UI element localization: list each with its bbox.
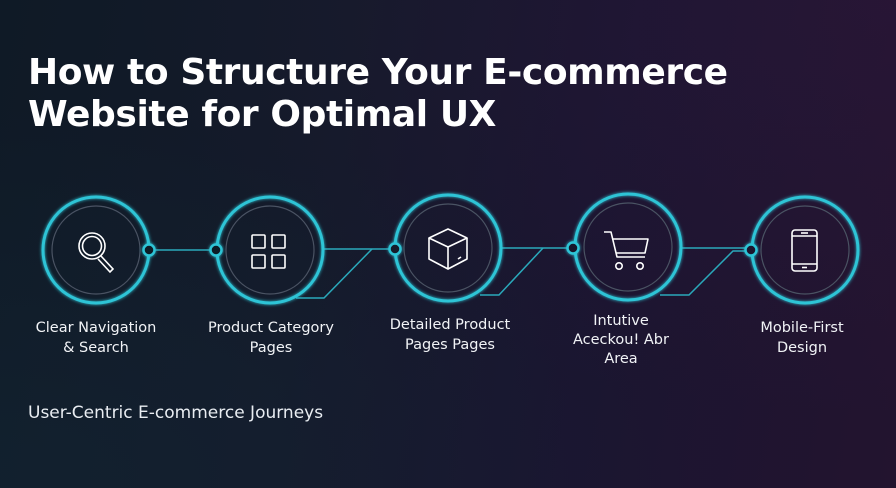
- step-4-label: Intutive Aceckou! Abr Area: [536, 312, 706, 369]
- step-4-label-line-2: Aceckou! Abr: [573, 332, 669, 348]
- node-connector-dot: [388, 242, 402, 256]
- grid-icon: [251, 234, 286, 269]
- step-3-label-line-1: Detailed Product: [389, 317, 511, 333]
- step-2-label-line-2: Pages: [249, 340, 293, 356]
- step-4-label-line-3: Area: [604, 351, 638, 367]
- step-2-label: Product Category Pages: [186, 318, 356, 358]
- node-connector-dot: [209, 243, 223, 257]
- step-2-node: [209, 195, 325, 305]
- title-line-2: Website for Optimal UX: [28, 94, 497, 135]
- smartphone-icon: [791, 229, 818, 272]
- diagram-caption: User-Centric E-commerce Journeys: [28, 403, 324, 423]
- cart-icon: [604, 231, 649, 270]
- node-connector-dot: [744, 243, 758, 257]
- step-3-label-line-2: Pages Pages: [405, 337, 495, 353]
- search-icon: [78, 232, 115, 274]
- step-3-node: [388, 193, 503, 303]
- step-3-label: Detailed Product Pages Pages: [365, 315, 535, 355]
- page-title: How to Structure Your E-commerce Website…: [28, 52, 728, 136]
- step-4-node: [566, 192, 683, 302]
- step-4-label-line-1: Intutive: [593, 313, 649, 329]
- step-5-label-line-2: Design: [776, 340, 828, 356]
- connector-4-5-diagonal: [660, 250, 750, 296]
- step-1-label: Clear Navigation & Search: [11, 318, 181, 358]
- step-5-label: Mobile-First Design: [717, 318, 887, 358]
- node-connector-dot: [142, 243, 156, 257]
- title-line-1: How to Structure Your E-commerce: [28, 52, 728, 93]
- step-5-label-line-1: Mobile-First: [760, 320, 844, 336]
- step-1-label-line-1: Clear Navigation: [35, 320, 157, 336]
- step-1-node: [41, 195, 156, 305]
- step-2-label-line-1: Product Category: [208, 320, 334, 336]
- connector-lines: [149, 247, 750, 299]
- node-connector-dot: [566, 241, 580, 255]
- step-5-node: [744, 195, 860, 305]
- step-1-label-line-2: & Search: [63, 340, 129, 356]
- connector-3-4-diagonal: [480, 247, 544, 296]
- connector-2-3-diagonal: [296, 248, 373, 299]
- box-icon: [428, 228, 468, 270]
